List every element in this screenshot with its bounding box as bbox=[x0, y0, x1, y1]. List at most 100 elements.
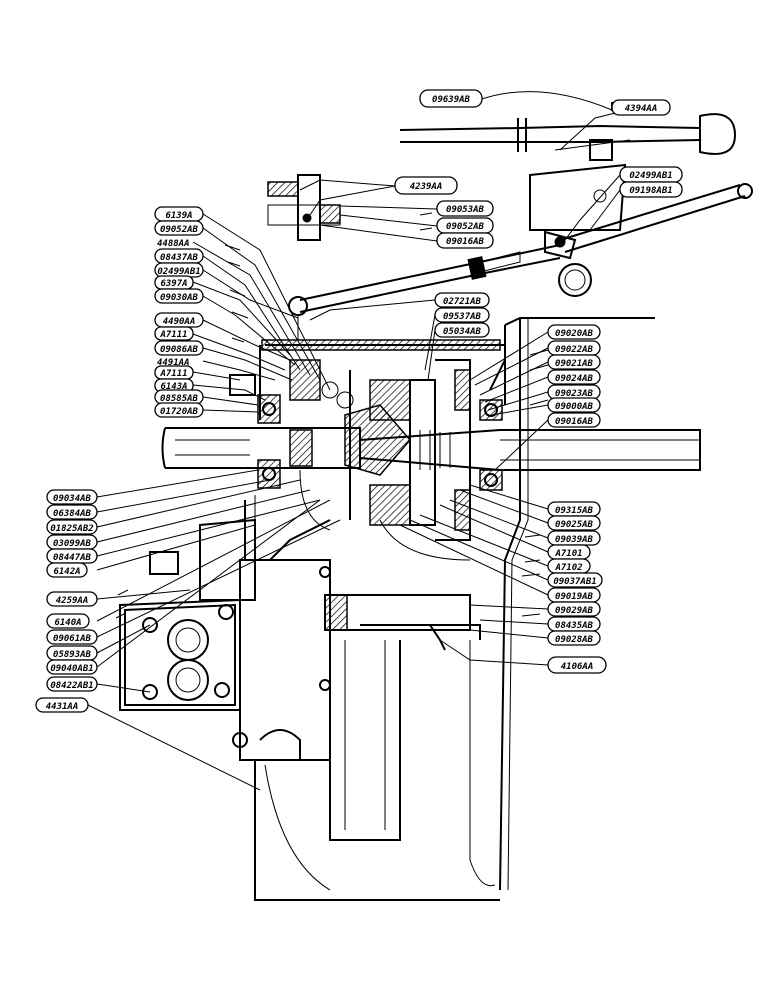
part-label: 09020AB bbox=[547, 324, 601, 340]
part-label: 09053AB bbox=[436, 200, 494, 217]
svg-text:4106AA: 4106AA bbox=[561, 662, 594, 672]
part-label: 09198AB1 bbox=[619, 181, 683, 198]
shifter-shaft-detail bbox=[267, 174, 341, 241]
svg-text:4488AA: 4488AA bbox=[157, 239, 190, 249]
part-label: A7101 bbox=[547, 544, 591, 560]
part-label: 6142A bbox=[46, 562, 88, 578]
part-label: 05893AB bbox=[46, 645, 98, 661]
svg-text:02721AB: 02721AB bbox=[443, 297, 482, 307]
svg-text:08422AB1: 08422AB1 bbox=[50, 681, 93, 691]
part-label: 09315AB bbox=[547, 501, 601, 517]
svg-text:09034AB: 09034AB bbox=[53, 494, 92, 504]
svg-text:4239AA: 4239AA bbox=[410, 182, 443, 192]
part-label: 02499AB1 bbox=[154, 262, 204, 278]
part-label: 6140A bbox=[46, 613, 90, 629]
svg-text:4394AA: 4394AA bbox=[625, 104, 658, 114]
part-label: 09025AB bbox=[547, 515, 601, 531]
part-label: A7111 bbox=[154, 326, 194, 341]
svg-text:09023AB: 09023AB bbox=[555, 389, 594, 399]
svg-text:09016AB: 09016AB bbox=[555, 417, 594, 427]
svg-text:6142A: 6142A bbox=[53, 567, 80, 577]
part-label: 03099AB bbox=[46, 534, 98, 550]
svg-text:08435AB: 08435AB bbox=[555, 621, 594, 631]
part-label: 06384AB bbox=[46, 504, 98, 520]
part-label: 09537AB bbox=[434, 307, 490, 323]
part-label: 08585AB bbox=[154, 389, 204, 405]
part-label: 09019AB bbox=[547, 587, 601, 603]
part-label: 09030AB bbox=[154, 288, 204, 304]
svg-text:A7101: A7101 bbox=[554, 549, 582, 559]
svg-text:05893AB: 05893AB bbox=[53, 650, 92, 660]
svg-text:08585AB: 08585AB bbox=[160, 394, 199, 404]
svg-text:09052AB: 09052AB bbox=[160, 225, 199, 235]
svg-text:02499AB1: 02499AB1 bbox=[157, 267, 200, 277]
svg-text:09086AB: 09086AB bbox=[160, 345, 199, 355]
svg-text:09019AB: 09019AB bbox=[555, 592, 594, 602]
drawing bbox=[87, 91, 753, 901]
svg-text:09537AB: 09537AB bbox=[443, 312, 482, 322]
part-label: 09061AB bbox=[46, 629, 98, 645]
part-label: 09037AB1 bbox=[547, 572, 603, 588]
part-label: 09021AB bbox=[547, 354, 601, 370]
svg-text:09016AB: 09016AB bbox=[446, 237, 485, 247]
svg-text:A7111: A7111 bbox=[159, 369, 187, 379]
part-label: 4239AA bbox=[394, 176, 458, 195]
part-label: 08437AB bbox=[154, 248, 204, 264]
svg-text:6140A: 6140A bbox=[54, 618, 81, 628]
svg-text:08437AB: 08437AB bbox=[160, 253, 199, 263]
svg-text:09022AB: 09022AB bbox=[555, 345, 594, 355]
part-label: 09028AB bbox=[547, 630, 601, 646]
part-label: 09000AB bbox=[547, 397, 601, 413]
part-label: 09086AB bbox=[154, 340, 204, 356]
part-label: 09023AB bbox=[547, 384, 601, 400]
part-label: 09016AB bbox=[547, 412, 601, 428]
svg-text:01825AB2: 01825AB2 bbox=[50, 524, 93, 534]
svg-text:09052AB: 09052AB bbox=[446, 222, 485, 232]
part-label: 09039AB bbox=[547, 530, 601, 546]
svg-text:4491AA: 4491AA bbox=[157, 358, 190, 368]
clutch-lever bbox=[288, 244, 561, 340]
part-label: 09052AB bbox=[436, 217, 494, 234]
svg-text:09020AB: 09020AB bbox=[555, 329, 594, 339]
part-label: 4259AA bbox=[46, 591, 98, 607]
part-label: 4106AA bbox=[547, 656, 607, 674]
part-label: 6397A bbox=[154, 275, 194, 290]
handwritten-notes bbox=[115, 212, 549, 619]
svg-text:03099AB: 03099AB bbox=[53, 539, 92, 549]
part-label: 09024AB bbox=[547, 369, 601, 385]
svg-text:06384AB: 06384AB bbox=[53, 509, 92, 519]
part-label: 08447AB bbox=[46, 548, 98, 564]
part-label: 4488AA bbox=[157, 239, 190, 249]
part-label: 09040AB1 bbox=[46, 659, 98, 675]
svg-text:09030AB: 09030AB bbox=[160, 293, 199, 303]
part-label: 09052AB bbox=[154, 220, 204, 236]
part-label: 4431AA bbox=[35, 697, 89, 713]
svg-text:09024AB: 09024AB bbox=[555, 374, 594, 384]
svg-text:A7111: A7111 bbox=[159, 330, 187, 340]
part-label: 09029AB bbox=[547, 601, 601, 617]
part-label: 6139A bbox=[154, 206, 204, 222]
svg-text:4259AA: 4259AA bbox=[56, 596, 89, 606]
part-label: 02499AB1 bbox=[619, 166, 683, 183]
svg-text:6143A: 6143A bbox=[160, 382, 187, 392]
svg-text:02499AB1: 02499AB1 bbox=[629, 171, 672, 181]
part-label: A7111 bbox=[154, 365, 194, 380]
part-label: 09034AB bbox=[46, 489, 98, 505]
svg-text:4431AA: 4431AA bbox=[46, 702, 79, 712]
svg-text:09315AB: 09315AB bbox=[555, 506, 594, 516]
part-label: 05034AB bbox=[434, 322, 490, 338]
svg-text:09021AB: 09021AB bbox=[555, 359, 594, 369]
part-label: 02721AB bbox=[434, 292, 490, 308]
shafts bbox=[161, 404, 701, 476]
part-label: 01825AB2 bbox=[46, 519, 98, 535]
svg-text:6397A: 6397A bbox=[160, 279, 187, 289]
part-label: 01720AB bbox=[154, 402, 204, 418]
svg-text:09000AB: 09000AB bbox=[555, 402, 594, 412]
part-label: 4491AA bbox=[157, 358, 190, 368]
svg-text:09039AB: 09039AB bbox=[555, 535, 594, 545]
svg-text:09037AB1: 09037AB1 bbox=[553, 577, 596, 587]
svg-text:09029AB: 09029AB bbox=[555, 606, 594, 616]
part-label: 09016AB bbox=[436, 232, 494, 249]
part-label: A7102 bbox=[547, 558, 591, 574]
